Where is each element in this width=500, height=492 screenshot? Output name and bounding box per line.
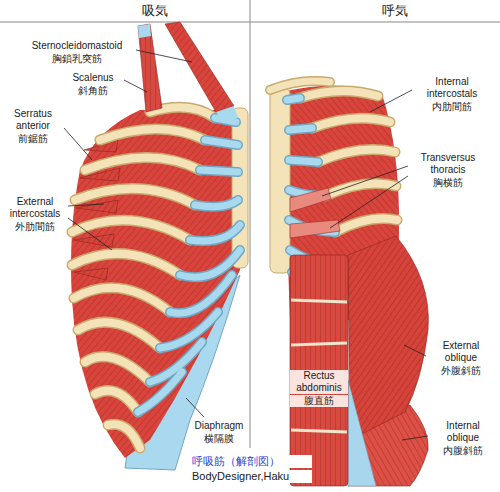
muscle-name-en: Sternocleidomastoid: [20, 40, 134, 52]
muscle-name-en: Internal oblique: [432, 420, 494, 444]
muscle-name-en: Scalenus: [64, 72, 122, 84]
muscle-name-en: External intercostals: [4, 196, 66, 220]
costal-cartilage: [138, 118, 240, 412]
aponeurosis: [348, 380, 376, 486]
tendon: [216, 106, 238, 121]
costal-cartilage: [138, 118, 240, 412]
external-intercostals: [71, 110, 240, 458]
sternum: [270, 88, 290, 273]
muscle-name-ja: 胸鎖乳突筋: [20, 53, 134, 65]
caption: 呼吸筋（解剖図）: [192, 455, 312, 468]
leader-line: [64, 50, 428, 440]
muscle-name-ja: 内肋間筋: [416, 101, 488, 113]
muscle-name-ja: 斜角筋: [64, 85, 122, 97]
phase-heading: 吸気: [130, 3, 180, 18]
muscle-name-ja: 腹直筋: [290, 395, 348, 407]
external-oblique: [348, 236, 428, 440]
scalenus: [138, 24, 162, 112]
tendon: [138, 24, 151, 38]
credit: BodyDesigner,Haku: [192, 470, 312, 483]
muscle-name-en: Internal intercostals: [416, 76, 488, 100]
sternum: [232, 108, 248, 268]
muscle-name-ja: 胸横筋: [412, 177, 484, 189]
transversus-thoracis: [290, 188, 340, 238]
muscle-name-en: Rectus abdominis: [290, 370, 348, 394]
muscle-name-en: Transversus thoracis: [412, 152, 484, 176]
tendinous-intersection: [291, 300, 347, 432]
divider: [250, 0, 251, 448]
rectus-abdominis: [290, 255, 348, 486]
sternocleidomastoid: [165, 22, 234, 112]
muscle-name-ja: 内腹斜筋: [432, 445, 494, 457]
muscle-name-ja: 外肋間筋: [4, 221, 66, 233]
muscle-name-ja: 外腹斜筋: [430, 365, 492, 377]
muscle-name-ja: 横隔膜: [192, 433, 246, 445]
muscle-name-ja: 前鋸筋: [4, 133, 62, 145]
muscle-name-en: External oblique: [430, 340, 492, 364]
muscle-name-en: Serratus anterior: [4, 108, 62, 132]
muscle-name-en: Diaphragm: [192, 420, 246, 432]
phase-heading: 呼気: [370, 3, 420, 18]
